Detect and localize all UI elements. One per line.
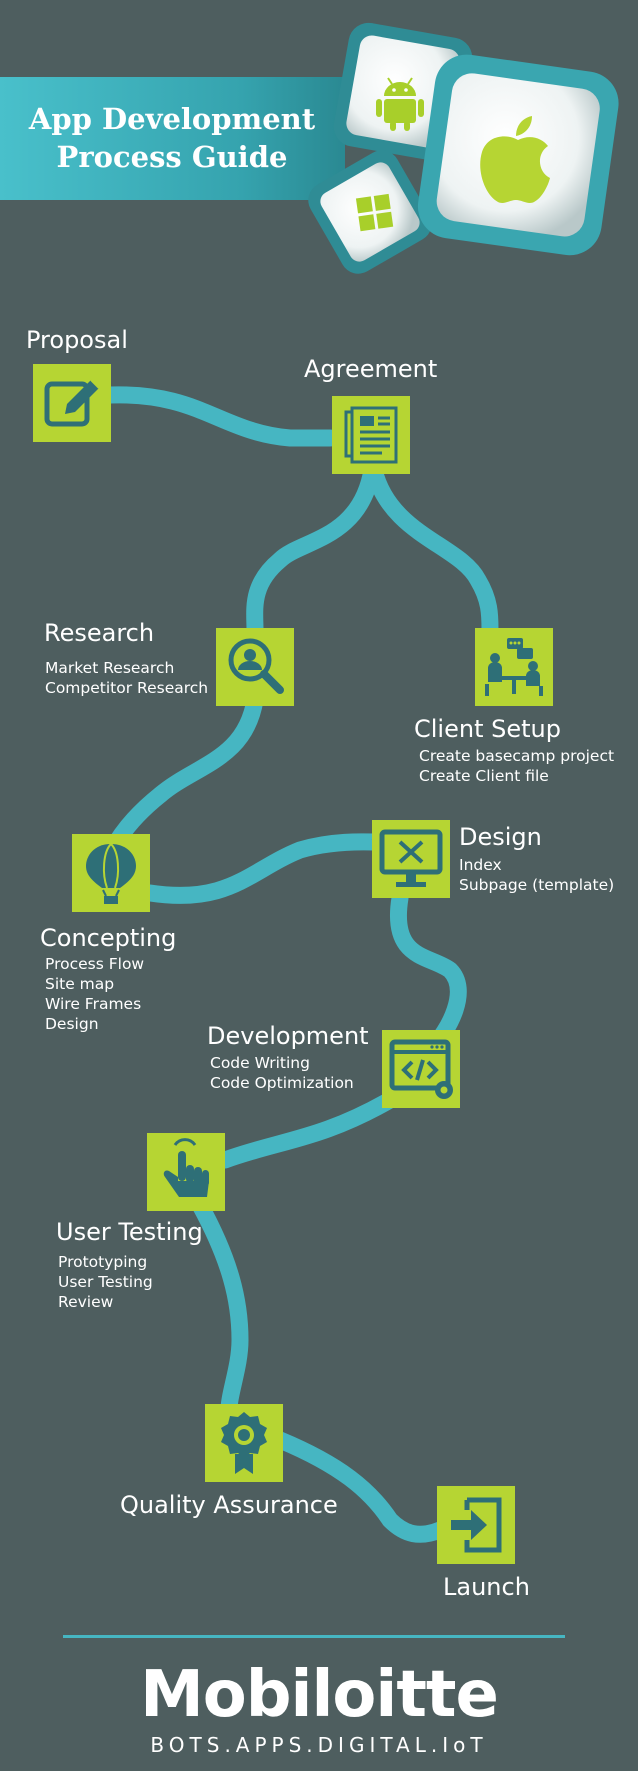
list-item: Create Client file — [419, 767, 549, 785]
award-badge-icon — [221, 1412, 267, 1474]
list-item: Prototyping — [58, 1253, 148, 1271]
step-proposal-title: Proposal — [26, 326, 128, 354]
android-icon — [376, 77, 424, 131]
step-research-title: Research — [44, 619, 155, 647]
step-design-box — [372, 820, 450, 898]
monitor-design-icon — [379, 829, 443, 887]
process-path — [101, 386, 499, 1543]
list-item: Process Flow — [45, 955, 145, 973]
list-item: Code Optimization — [210, 1074, 354, 1092]
step-agreement-title: Agreement — [304, 355, 438, 383]
list-item: Create basecamp project — [419, 747, 615, 765]
step-launch-box — [437, 1486, 515, 1564]
pencil-edit-icon — [44, 379, 100, 427]
list-item: Subpage (template) — [459, 876, 615, 894]
brand-tagline: BOTS.APPS.DIGITAL.IoT — [150, 1733, 488, 1757]
code-window-icon — [389, 1039, 453, 1099]
step-user-testing-box — [147, 1133, 225, 1211]
step-development-box — [382, 1030, 460, 1108]
apple-icon — [480, 116, 550, 203]
step-proposal-box — [33, 364, 111, 442]
list-item: Design — [45, 1015, 99, 1033]
tap-hand-icon — [163, 1138, 209, 1197]
list-item: User Testing — [58, 1273, 153, 1291]
meeting-icon — [485, 638, 543, 696]
step-agreement-box — [332, 396, 410, 474]
step-research-items: Market Research Competitor Research — [45, 658, 208, 698]
list-item: Index — [459, 856, 502, 874]
step-client-setup-items: Create basecamp project Create Client fi… — [419, 746, 614, 786]
step-client-setup-title: Client Setup — [414, 715, 561, 743]
step-concepting-box — [72, 834, 150, 912]
step-user-testing-title: User Testing — [56, 1218, 203, 1246]
list-item: Code Writing — [210, 1054, 310, 1072]
step-research-box — [216, 628, 294, 706]
step-design-items: Index Subpage (template) — [459, 855, 614, 895]
step-development-items: Code Writing Code Optimization — [210, 1053, 354, 1093]
step-design-title: Design — [459, 823, 542, 851]
documents-icon — [344, 406, 398, 464]
list-item: Wire Frames — [45, 995, 142, 1013]
list-item: Competitor Research — [45, 679, 209, 697]
title-line-2: Process Guide — [56, 140, 288, 174]
step-concepting-title: Concepting — [40, 924, 177, 952]
step-launch-title: Launch — [443, 1573, 530, 1601]
step-quality-assurance-box — [205, 1404, 283, 1482]
footer-divider — [63, 1635, 565, 1638]
step-client-setup-box — [475, 628, 553, 706]
step-quality-assurance-title: Quality Assurance — [120, 1491, 338, 1519]
title-banner — [0, 77, 345, 200]
step-concepting-items: Process Flow Site map Wire Frames Design — [45, 954, 144, 1034]
list-item: Market Research — [45, 659, 175, 677]
windows-tile — [308, 150, 432, 274]
step-development-title: Development — [207, 1022, 369, 1050]
brand-logo: Mobiloitte — [140, 1658, 499, 1732]
page-title: App Development Process Guide — [22, 100, 322, 176]
list-item: Review — [58, 1293, 114, 1311]
magnifier-person-icon — [228, 638, 284, 694]
title-line-1: App Development — [28, 102, 316, 136]
windows-icon — [355, 193, 394, 232]
sign-in-arrow-icon — [451, 1497, 502, 1553]
step-user-testing-items: Prototyping User Testing Review — [58, 1252, 153, 1312]
list-item: Site map — [45, 975, 115, 993]
hot-air-balloon-icon — [86, 843, 136, 904]
